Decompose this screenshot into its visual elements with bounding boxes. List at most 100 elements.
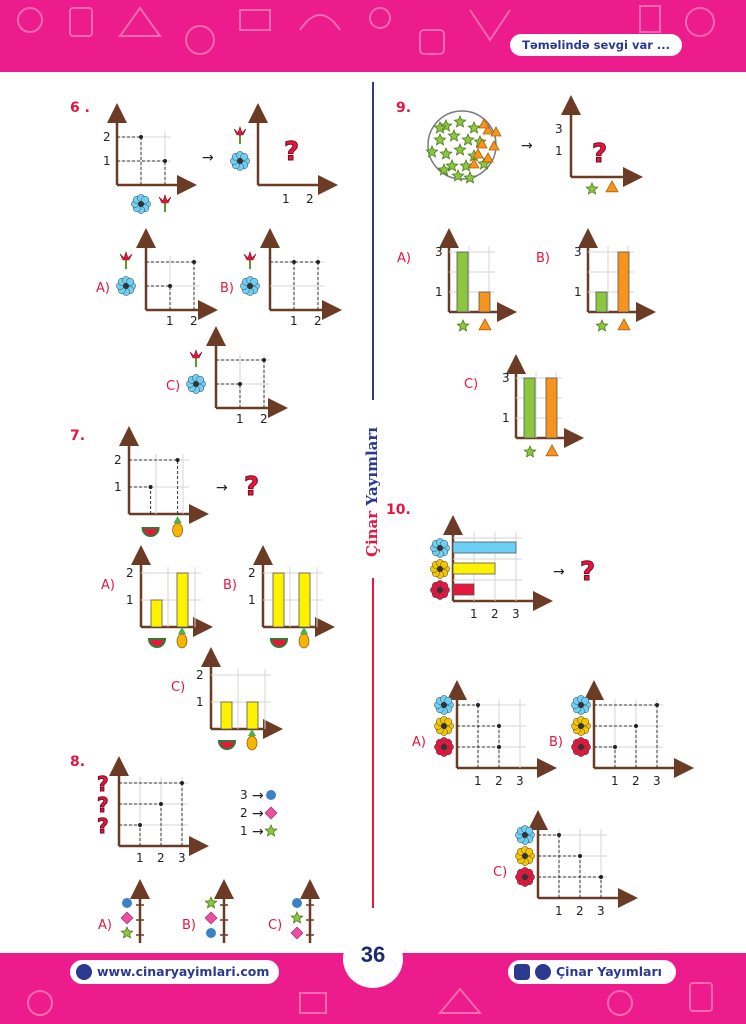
- blue-flower-center: [522, 832, 528, 838]
- arrow-symbol: →: [216, 480, 228, 496]
- data-point: [476, 703, 480, 707]
- data-point: [316, 260, 320, 264]
- star-icon: [204, 895, 218, 909]
- star-icon: [433, 132, 447, 146]
- social-link[interactable]: Çinar Yayımları: [508, 960, 676, 984]
- circle-icon: [206, 928, 216, 938]
- diamond-icon: [290, 926, 304, 940]
- x-tick: 1: [611, 774, 619, 788]
- bar-star: [523, 377, 536, 439]
- triangle-icon: [472, 148, 484, 159]
- data-point: [168, 284, 172, 288]
- website-link[interactable]: www.cinaryayimlari.com: [70, 960, 280, 984]
- yellow-flower-center: [578, 723, 584, 729]
- triangle-icon: [617, 318, 631, 331]
- star-icon: [456, 318, 470, 332]
- circle-icon: [292, 898, 302, 908]
- x-tick: 1: [282, 192, 290, 206]
- blue-flower-center: [437, 545, 443, 551]
- flower-petal: [240, 152, 249, 161]
- watermelon-icon: [217, 740, 237, 750]
- star-icon: [264, 823, 278, 837]
- yellow-flower-center: [441, 723, 447, 729]
- bar: [452, 562, 496, 575]
- legend-value: 1: [240, 824, 248, 838]
- triangle-icon: [468, 158, 480, 169]
- bar-triangle: [617, 251, 630, 313]
- x-tick: 1: [166, 314, 174, 328]
- doodle-pattern: [17, 5, 715, 55]
- column-divider: [372, 578, 374, 908]
- header-motto: Təməlində sevgi var ...: [510, 34, 682, 56]
- star-icon: [290, 910, 304, 924]
- star-icon: [461, 132, 475, 146]
- top-banner: Təməlində sevgi var ...: [0, 0, 746, 72]
- question-mark: ?: [97, 793, 109, 817]
- star-icon: [453, 114, 467, 128]
- data-point: [497, 745, 501, 749]
- pineapple-leaves: [300, 627, 308, 634]
- option-c-label: C): [464, 377, 478, 392]
- option-a-label: A): [101, 578, 115, 593]
- y-tick: 2: [126, 566, 134, 580]
- option-b-label: B): [536, 251, 550, 266]
- question-mark: ?: [284, 137, 299, 167]
- website-text: www.cinaryayimlari.com: [97, 964, 270, 979]
- star-icon: [585, 181, 599, 195]
- y-tick: 2: [103, 130, 111, 144]
- y-tick: 1: [126, 593, 134, 607]
- question-mark: ?: [244, 472, 259, 502]
- blue-flower-petal: [440, 539, 449, 548]
- yellow-flower-petal: [581, 717, 590, 726]
- question-number-q8: 8.: [70, 754, 85, 770]
- x-tick: 1: [470, 607, 478, 621]
- blue-flower-center: [578, 702, 584, 708]
- x-tick: 3: [597, 904, 605, 918]
- red-flower-petal: [444, 738, 453, 747]
- triangle-icon: [476, 138, 488, 149]
- option-c-label: C): [268, 918, 282, 933]
- bar: [298, 572, 311, 628]
- legend-value: 2: [240, 806, 248, 820]
- red-flower-petal: [440, 581, 449, 590]
- data-point: [557, 833, 561, 837]
- bar-triangle: [545, 377, 558, 439]
- arrow-symbol: →: [252, 806, 264, 822]
- facebook-icon: [535, 964, 551, 980]
- x-tick: 2: [260, 412, 268, 426]
- x-tick: 2: [306, 192, 314, 206]
- x-tick: 3: [512, 607, 520, 621]
- data-point: [497, 724, 501, 728]
- y-tick: 1: [435, 285, 443, 299]
- bar: [246, 701, 259, 730]
- instagram-icon: [514, 964, 530, 980]
- arrow-symbol: →: [252, 788, 264, 804]
- legend-value: 3: [240, 788, 248, 802]
- pineapple-icon: [246, 735, 258, 751]
- data-point: [159, 802, 163, 806]
- question-mark: ?: [592, 139, 607, 169]
- option-a-label: A): [397, 251, 411, 266]
- blue-flower-petal: [581, 696, 590, 705]
- y-tick: 1: [555, 144, 563, 158]
- x-tick: 3: [178, 851, 186, 865]
- bar: [272, 572, 285, 628]
- flower-center: [193, 381, 199, 387]
- option-a-label: A): [96, 281, 110, 296]
- data-point: [238, 382, 242, 386]
- red-flower-center: [578, 744, 584, 750]
- pineapple-icon: [176, 633, 188, 649]
- data-point: [163, 159, 167, 163]
- yellow-flower-petal: [444, 717, 453, 726]
- star-icon: [425, 144, 439, 158]
- y-tick: 3: [502, 371, 510, 385]
- watermelon-icon: [269, 638, 289, 648]
- option-c-label: C): [171, 680, 185, 695]
- arrow-symbol: →: [553, 564, 565, 580]
- circle-icon: [122, 898, 132, 908]
- data-point: [578, 854, 582, 858]
- star-icon: [595, 318, 609, 332]
- data-point: [148, 485, 153, 489]
- watermelon-icon: [147, 638, 167, 648]
- red-flower-petal: [525, 868, 534, 877]
